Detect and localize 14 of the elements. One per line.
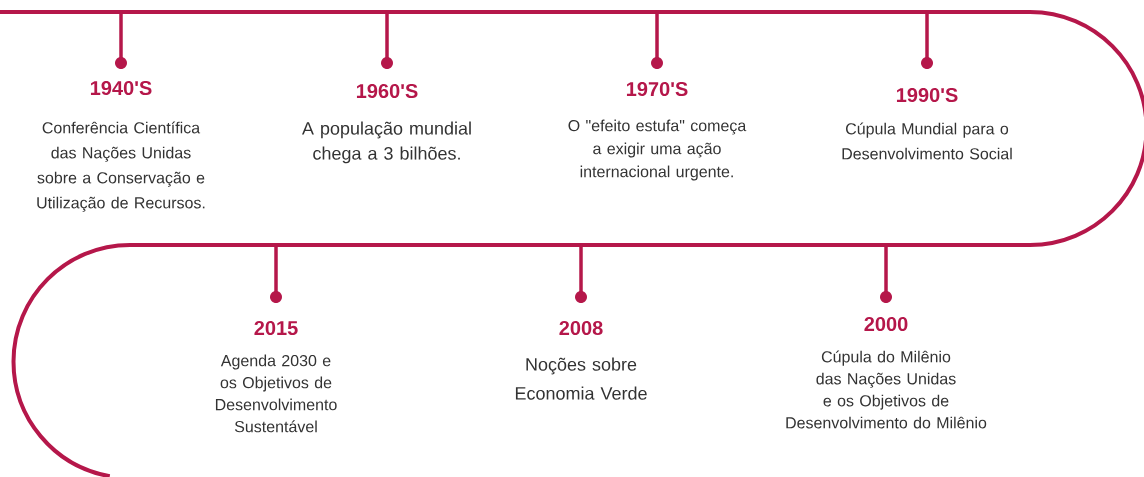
event-text: Noções sobre Economia Verde [515,357,647,400]
year-label: 2015 [254,320,298,336]
year-label: 1940'S [90,80,152,96]
year-label: 2000 [864,316,908,332]
event-text: O "efeito estufa" começa a exigir uma ação internacional urgente. [568,119,747,181]
event-text: A população mundial chega a 3 bilhões. [302,121,471,164]
year-label: 2008 [559,320,603,336]
year-label: 1970'S [626,81,688,97]
event-text: Agenda 2030 e os Objetivos de Desenvolvimento Sustentável [215,354,337,433]
event-text: Cúpula do Milênio das Nações Unidas e os Objetivos de Desenvolvimento do Milênio [786,350,987,429]
event-text: Conferência Científica das Nações Unidas sobre a Conservação e Utilização de Recursos. [37,121,205,212]
event-text: Cúpula Mundial para o Desenvolvimento Social [842,122,1012,160]
year-label: 1960'S [356,83,418,99]
year-label: 1990'S [896,87,958,103]
